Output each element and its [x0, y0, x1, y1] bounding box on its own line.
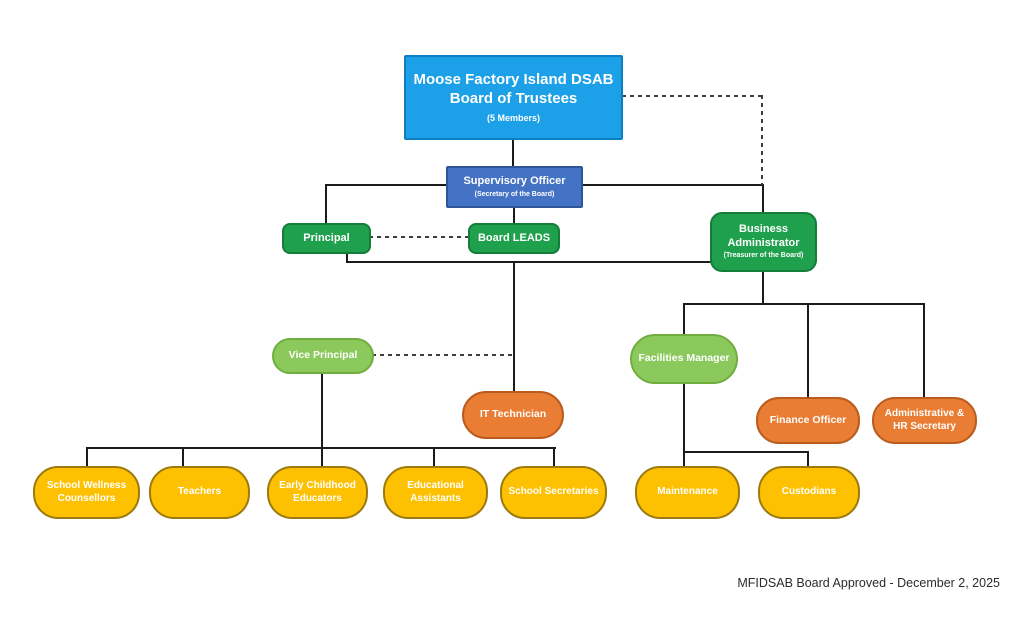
node-label: Principal — [303, 231, 350, 244]
node-it-technician: IT Technician — [462, 391, 564, 439]
node-facilities-manager: Facilities Manager — [630, 334, 738, 384]
dashed-principal-boardleads — [369, 236, 469, 238]
connector-to-wellness — [86, 447, 88, 467]
connector-to-custodians — [807, 451, 809, 467]
node-board-of-trustees: Moose Factory Island DSAB Board of Trust… — [404, 55, 623, 140]
node-label: IT Technician — [479, 408, 547, 421]
connector-bus-ittechnician — [513, 261, 515, 392]
node-label: Custodians — [781, 486, 837, 498]
connector-supervisory-principal-v — [325, 184, 327, 224]
connector-facilities-maintenance — [683, 382, 685, 467]
node-label: School Wellness Counsellors — [46, 480, 127, 504]
node-label: Board LEADS — [477, 231, 551, 244]
node-label: Educational Assistants — [407, 480, 464, 504]
node-teachers: Teachers — [149, 466, 250, 519]
node-label: Business Administrator — [727, 222, 800, 249]
connector-to-facilities — [683, 303, 685, 335]
connector-to-adminhr — [923, 303, 925, 398]
connector-facilities-children-bus — [683, 451, 809, 453]
node-board-leads: Board LEADS — [468, 223, 560, 254]
node-administrative-hr-secretary: Administrative & HR Secretary — [872, 397, 977, 444]
approval-note: MFIDSAB Board Approved - December 2, 202… — [737, 576, 1000, 590]
node-principal: Principal — [282, 223, 371, 254]
node-label: Maintenance — [657, 486, 718, 498]
connector-principal-busadmin-bus — [346, 261, 712, 263]
node-label: Moose Factory Island DSAB — [413, 71, 614, 89]
node-school-secretaries: School Secretaries — [500, 466, 607, 519]
node-label: Early Childhood Educators — [279, 480, 356, 504]
node-educational-assistants: Educational Assistants — [383, 466, 488, 519]
node-label: Board of Trustees — [449, 89, 578, 107]
connector-to-teachers — [182, 447, 184, 467]
connector-supervisory-principal-h — [325, 184, 447, 186]
node-business-administrator: Business Administrator (Treasurer of the… — [710, 212, 817, 272]
node-supervisory-officer: Supervisory Officer (Secretary of the Bo… — [446, 166, 583, 208]
connector-busadmin-children-bus — [683, 303, 925, 305]
connector-supervisory-busadmin-h — [582, 184, 764, 186]
connector-busadmin-down — [762, 271, 764, 305]
node-label: Facilities Manager — [638, 352, 730, 365]
node-early-childhood-educators: Early Childhood Educators — [267, 466, 368, 519]
node-maintenance: Maintenance — [635, 466, 740, 519]
node-sublabel: (5 Members) — [486, 112, 540, 123]
connector-supervisory-boardleads — [513, 206, 515, 224]
node-custodians: Custodians — [758, 466, 860, 519]
connector-to-finance — [807, 303, 809, 398]
dashed-board-busadmin-h — [622, 95, 762, 97]
node-finance-officer: Finance Officer — [756, 397, 860, 444]
connector-viceprincipal-down — [321, 372, 323, 467]
node-school-wellness-counsellors: School Wellness Counsellors — [33, 466, 140, 519]
node-label: Finance Officer — [769, 413, 847, 426]
dashed-viceprincipal-ittechnician — [372, 354, 514, 356]
node-label: Supervisory Officer — [463, 174, 566, 187]
connector-to-schoolsecretaries — [553, 447, 555, 467]
connector-board-supervisory — [512, 139, 514, 167]
connector-to-edassistants — [433, 447, 435, 467]
connector-viceprincipal-children-bus — [86, 447, 556, 449]
node-label: HR Secretary — [893, 420, 956, 432]
node-label: Vice Principal — [288, 349, 358, 362]
node-label: Teachers — [177, 486, 222, 498]
node-vice-principal: Vice Principal — [272, 338, 374, 374]
dashed-board-busadmin-v — [761, 95, 763, 185]
node-label: School Secretaries — [508, 486, 599, 498]
connector-principal-bus-v — [346, 252, 348, 263]
node-label: Administrative & — [884, 408, 965, 419]
node-sublabel: (Secretary of the Board) — [474, 190, 555, 198]
node-sublabel: (Treasurer of the Board) — [723, 252, 804, 260]
connector-supervisory-busadmin-v — [762, 184, 764, 214]
